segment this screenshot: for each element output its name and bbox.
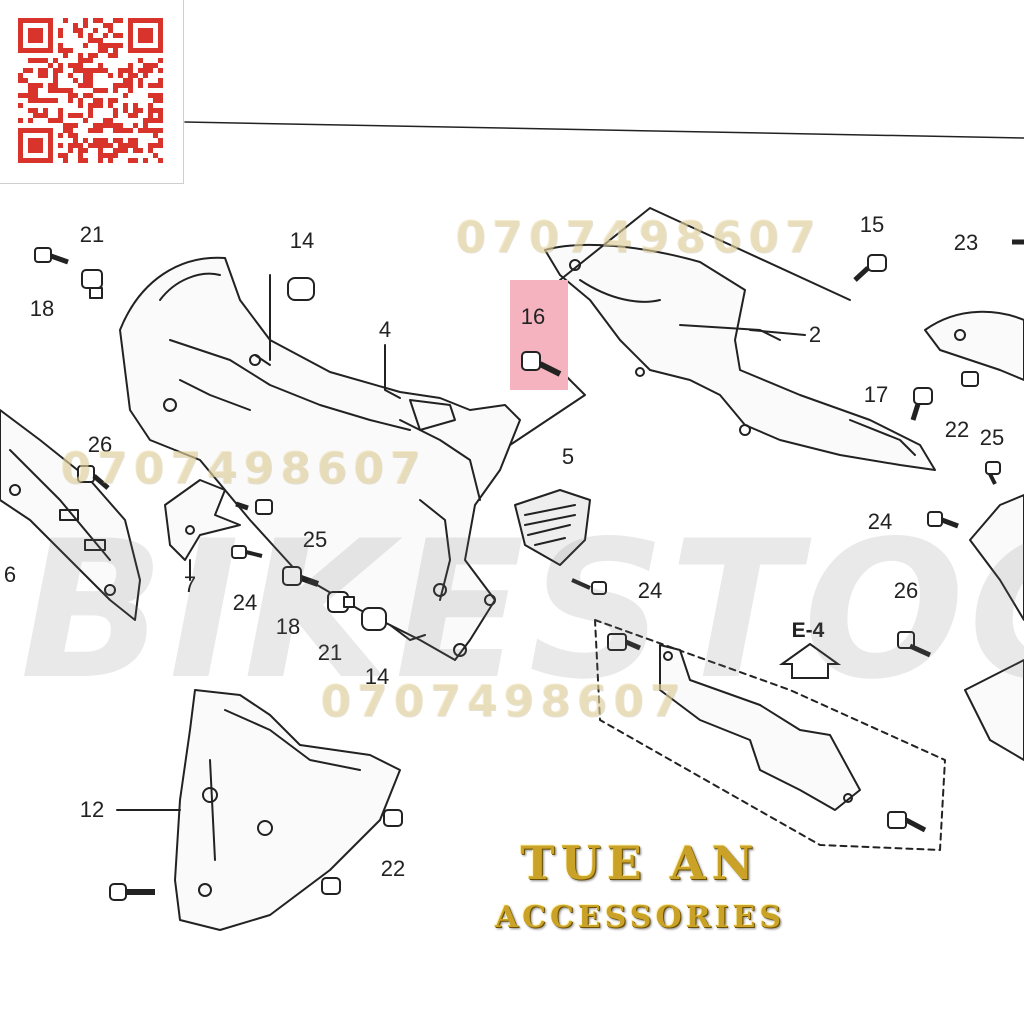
part-label: 24 <box>638 578 662 603</box>
part-label: 26 <box>88 432 112 457</box>
nut-lower <box>321 877 341 895</box>
e4-assembly-box <box>594 619 946 851</box>
part-label: 7 <box>184 572 196 597</box>
nut-22-lower <box>383 809 403 827</box>
qr-code-icon <box>18 18 163 163</box>
bolt-15 <box>853 254 887 282</box>
part-label: 16 <box>521 304 545 329</box>
right-edge-panel <box>964 494 1024 761</box>
part-label: 14 <box>365 664 389 689</box>
part-label: 15 <box>860 212 884 237</box>
bolt-24-right <box>927 511 959 529</box>
qr-code <box>0 0 184 184</box>
part-label: 24 <box>233 590 257 615</box>
part-4-inner-cover <box>119 256 521 661</box>
brand-subtitle: ACCESSORIES <box>494 900 786 935</box>
grommet-14-top <box>287 277 315 301</box>
grommet-14-center <box>361 607 387 631</box>
brand-title: TUE AN <box>520 836 760 890</box>
part-label: 12 <box>80 797 104 822</box>
bolt-e4-right <box>887 811 927 833</box>
collar-21-topleft <box>81 269 103 299</box>
part-label: 5 <box>562 444 574 469</box>
bolt-25-center <box>235 499 273 515</box>
bolt-24-vent <box>571 578 607 595</box>
part-label: 17 <box>864 382 888 407</box>
part-23-right-trim <box>924 310 1024 381</box>
bolt-e4-left <box>607 633 641 651</box>
screw-17 <box>910 387 933 421</box>
section-ref-label: E-4 <box>792 619 825 642</box>
bolt-26-left <box>77 465 110 490</box>
part-label: 21 <box>80 222 104 247</box>
bolt-24-center <box>231 545 263 559</box>
phone-watermark: 0707498607 <box>455 212 822 263</box>
bolt-18-topleft <box>34 247 69 265</box>
part-6-left-panel <box>0 409 141 621</box>
part-label: 21 <box>318 640 342 665</box>
site-watermark: BIKESTOCK <box>20 500 1024 721</box>
part-5-vent <box>514 489 591 566</box>
part-label: 22 <box>381 856 405 881</box>
part-label: 22 <box>945 417 969 442</box>
part-label: 25 <box>303 527 327 552</box>
part-label: 18 <box>276 614 300 639</box>
frame-line <box>184 121 1024 139</box>
collar-21-center <box>327 591 355 613</box>
part-label: 25 <box>980 425 1004 450</box>
part-label: 14 <box>290 228 314 253</box>
bolt-16 <box>521 351 562 377</box>
part-12-lower-cover <box>174 689 401 931</box>
e4-bracket <box>659 644 861 811</box>
part-label: 18 <box>30 296 54 321</box>
nut-22-right <box>961 371 979 387</box>
part-label: 6 <box>4 562 16 587</box>
part-label: 2 <box>809 322 821 347</box>
phone-watermark: 0707498607 <box>320 676 687 727</box>
part-2-side-cover <box>544 243 936 471</box>
bolt-18-center <box>282 566 319 587</box>
bolt-25-right <box>985 461 1001 485</box>
part-label: 23 <box>954 230 978 255</box>
bolt-26-right <box>897 631 932 658</box>
part-label: 4 <box>379 317 391 342</box>
part-label: 24 <box>868 509 892 534</box>
bolt-lower-left <box>109 883 155 901</box>
e4-arrow-icon <box>778 642 842 679</box>
phone-watermark: 0707498607 <box>60 443 427 494</box>
part-label: 26 <box>894 578 918 603</box>
